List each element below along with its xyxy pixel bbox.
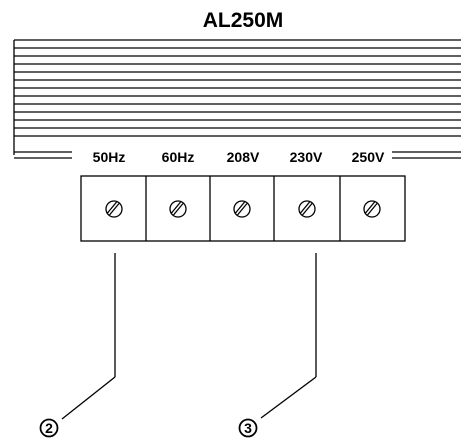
callout-2-label: 2 xyxy=(45,420,53,436)
heatsink-fins xyxy=(14,39,461,137)
terminal-block xyxy=(80,175,406,242)
screw-icon xyxy=(105,200,123,218)
callout-3: 3 xyxy=(238,418,258,438)
terminal-label-208v: 208V xyxy=(227,149,260,165)
terminal-label-230v: 230V xyxy=(290,149,323,165)
terminal-labels: 50Hz 60Hz 208V 230V 250V xyxy=(93,149,385,165)
terminal-screws xyxy=(105,200,381,218)
screw-icon xyxy=(169,200,187,218)
wire-230v xyxy=(260,253,317,419)
callout-2: 2 xyxy=(39,418,59,438)
terminal-label-50hz: 50Hz xyxy=(93,149,126,165)
wire-50hz xyxy=(61,253,116,420)
label-row-lines xyxy=(14,151,461,159)
callout-3-label: 3 xyxy=(244,420,252,436)
terminal-label-60hz: 60Hz xyxy=(162,149,195,165)
screw-icon xyxy=(298,200,316,218)
terminal-label-250v: 250V xyxy=(352,149,385,165)
model-title: AL250M xyxy=(203,9,284,32)
screw-icon xyxy=(363,200,381,218)
screw-icon xyxy=(233,200,251,218)
